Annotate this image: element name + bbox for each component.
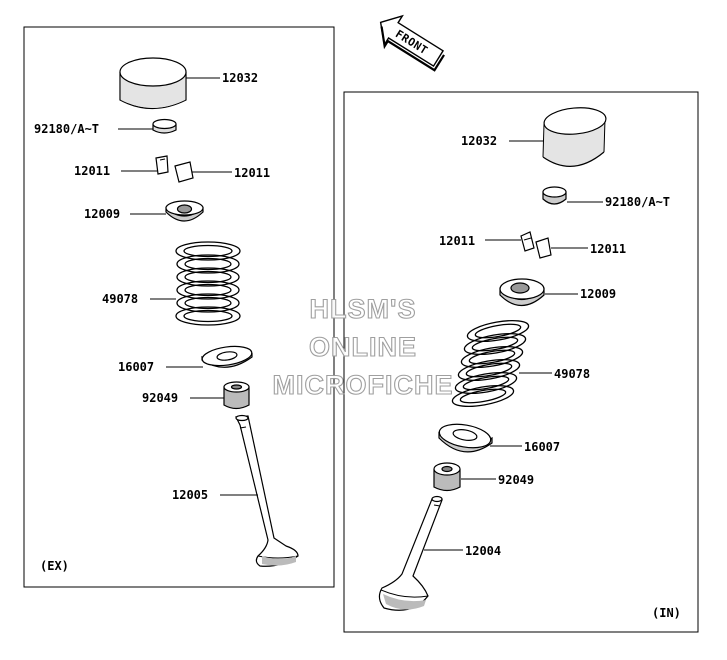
intake-retainer — [499, 278, 545, 307]
intake-panel-tag: (IN) — [652, 606, 681, 620]
intake-cotter-left — [520, 231, 535, 252]
exhaust-cotter-left — [155, 155, 169, 175]
exhaust-label-retainer: 12009 — [84, 207, 120, 221]
intake-label-valve: 12004 — [465, 544, 501, 558]
intake-spring — [451, 319, 530, 408]
exhaust-tappet — [119, 57, 187, 109]
watermark: HLSM'S ONLINE MICROFICHE — [272, 293, 454, 400]
watermark-line-2: ONLINE — [309, 332, 417, 362]
exhaust-cotter-right — [174, 161, 194, 183]
exhaust-panel: 12032 92180/A~T 12011 12011 12009 — [23, 26, 335, 588]
exhaust-panel-tag: (EX) — [40, 559, 69, 573]
exhaust-label-cotter-right: 12011 — [234, 166, 270, 180]
exhaust-label-shim: 92180/A~T — [34, 122, 99, 136]
intake-label-cotter-right: 12011 — [590, 242, 626, 256]
intake-label-shim: 92180/A~T — [605, 195, 670, 209]
intake-panel: 12032 92180/A~T 12011 12011 12009 — [343, 91, 699, 633]
intake-spring-seat — [438, 423, 493, 453]
exhaust-retainer — [165, 200, 204, 222]
intake-label-spring: 49078 — [554, 367, 590, 381]
intake-shim — [542, 186, 567, 205]
intake-label-tappet: 12032 — [461, 134, 497, 148]
exhaust-spring — [175, 241, 241, 326]
intake-cotter-right — [535, 237, 552, 259]
exhaust-shim — [152, 118, 177, 134]
intake-label-retainer: 12009 — [580, 287, 616, 301]
exhaust-label-spring: 49078 — [102, 292, 138, 306]
exhaust-oil-seal — [223, 381, 250, 410]
intake-oil-seal — [433, 462, 461, 492]
exhaust-label-cotter-left: 12011 — [74, 164, 110, 178]
intake-label-oil-seal: 92049 — [498, 473, 534, 487]
watermark-line-1: HLSM'S — [310, 294, 417, 324]
exhaust-label-tappet: 12032 — [222, 71, 258, 85]
intake-valve — [378, 495, 443, 611]
intake-panel-frame — [343, 91, 699, 633]
intake-label-spring-seat: 16007 — [524, 440, 560, 454]
exhaust-label-oil-seal: 92049 — [142, 391, 178, 405]
exhaust-label-spring-seat: 16007 — [118, 360, 154, 374]
watermark-line-3: MICROFICHE — [273, 370, 454, 400]
intake-tappet — [542, 107, 607, 167]
exhaust-spring-seat — [201, 345, 253, 368]
exhaust-label-valve: 12005 — [172, 488, 208, 502]
front-arrow: FRONT — [379, 14, 445, 72]
intake-label-cotter-left: 12011 — [439, 234, 475, 248]
exhaust-panel-frame — [23, 26, 335, 588]
exhaust-valve — [235, 414, 299, 567]
